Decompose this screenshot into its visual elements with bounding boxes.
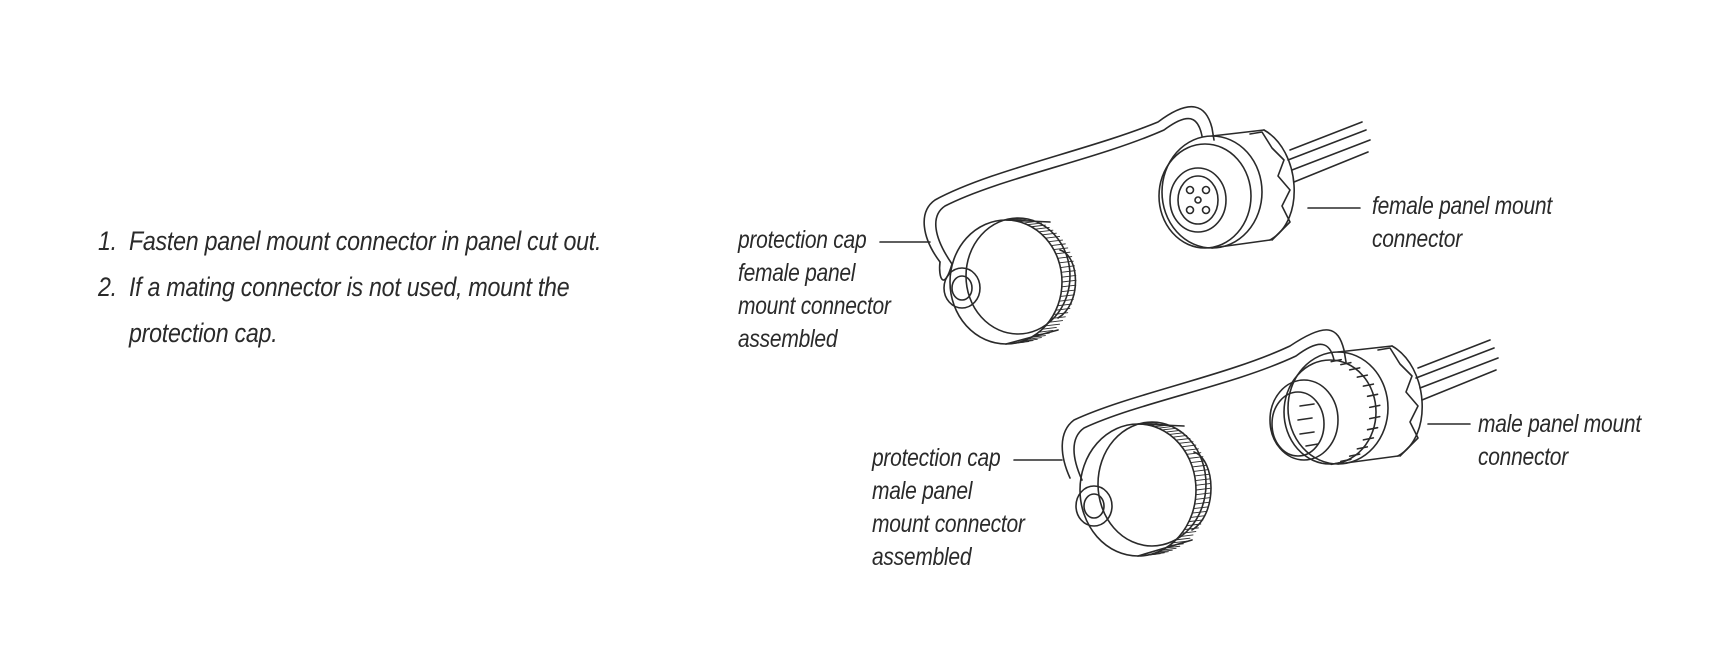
instruction-text-line: Fasten panel mount connector in panel cu… [128, 226, 602, 256]
instruction-number: 2. [98, 272, 117, 302]
label-line: mount connector [872, 510, 1025, 538]
label-line: mount connector [738, 292, 891, 320]
label-line: female panel [738, 259, 856, 287]
label-protection-cap-female: protection cap female panel mount connecto… [738, 224, 891, 356]
instruction-text-line: If a mating connector is not used, mount… [128, 272, 570, 302]
label-male-panel-mount-connector: male panel mount connector [1478, 408, 1641, 474]
label-line: assembled [738, 325, 838, 353]
label-line: protection cap [872, 444, 1001, 472]
male-connector-assembly [1013, 329, 1499, 557]
label-line: assembled [872, 543, 972, 571]
instruction-item: 2. If a mating connector is not used, mou… [98, 264, 611, 356]
instruction-item: 1. Fasten panel mount connector in panel … [98, 218, 611, 264]
label-line: connector [1478, 443, 1568, 471]
label-female-panel-mount-connector: female panel mount connector [1372, 190, 1552, 256]
male-thread-lines [1330, 358, 1381, 466]
male-connector-body [1269, 339, 1499, 466]
instruction-text-line: protection cap. [128, 318, 278, 348]
instruction-number: 1. [98, 226, 117, 256]
label-line: male panel [872, 477, 973, 505]
female-tether-strap [923, 106, 1215, 263]
instruction-list: 1. Fasten panel mount connector in panel … [98, 218, 611, 356]
female-cap-knurling [1005, 217, 1077, 345]
male-cap-knurling [1137, 421, 1211, 557]
label-line: female panel mount [1372, 192, 1552, 220]
label-line: protection cap [738, 226, 867, 254]
female-connector-wires [1287, 121, 1371, 183]
female-connector-body [1158, 121, 1371, 249]
label-line: connector [1372, 225, 1462, 253]
male-tether-strap [1061, 329, 1347, 479]
label-line: male panel mount [1478, 410, 1641, 438]
female-connector-assembly [879, 106, 1371, 345]
male-connector-wires [1415, 339, 1499, 401]
label-protection-cap-male: protection cap male panel mount connector a… [872, 442, 1025, 574]
